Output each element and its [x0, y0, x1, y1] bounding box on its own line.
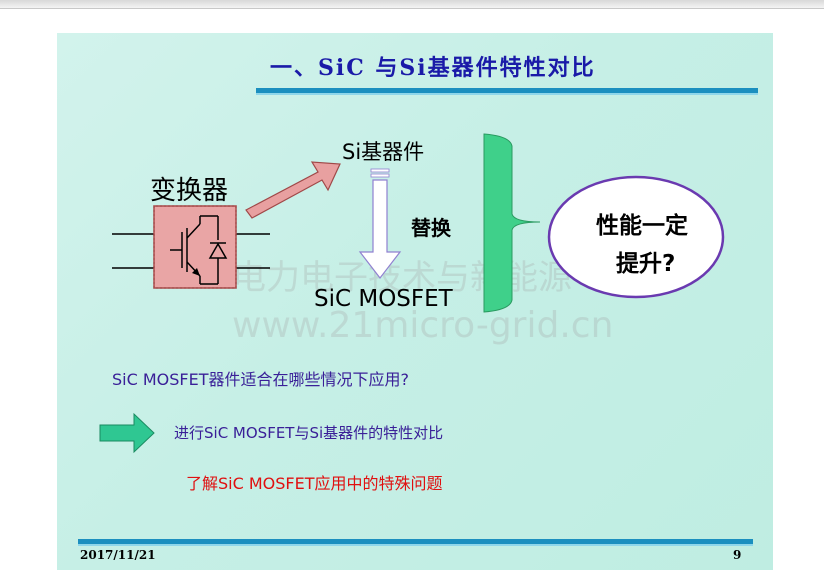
performance-bubble: [547, 175, 725, 299]
title-underline: [256, 88, 758, 93]
bubble-text-line1: 性能一定: [596, 213, 688, 239]
converter-igbt-icon: [112, 205, 270, 289]
slide-background: [57, 33, 773, 570]
si-device-label: Si基器件: [342, 140, 425, 164]
special-issues-text: 了解SiC MOSFET应用中的特殊问题: [186, 474, 443, 493]
slide-title: 一、SiC 与Si基器件特性对比: [270, 55, 596, 81]
question-text: SiC MOSFET器件适合在哪些情况下应用?: [112, 370, 409, 389]
sic-mosfet-label: SiC MOSFET: [314, 286, 453, 312]
bubble-text-line2: 提升?: [616, 251, 676, 277]
green-bracket-icon: [483, 133, 541, 313]
right-arrow-icon: [99, 412, 155, 454]
footer-rule: [78, 539, 753, 544]
watermark-chinese: 电力电子技术与新能源: [232, 258, 572, 298]
window-top-bar: [0, 0, 824, 9]
compare-text: 进行SiC MOSFET与Si基器件的特性对比: [174, 424, 444, 442]
replace-label: 替换: [411, 216, 451, 240]
footer-date: 2017/11/21: [80, 548, 156, 562]
page-number: 9: [733, 548, 742, 562]
down-arrow-icon: [358, 168, 402, 279]
converter-label: 变换器: [150, 176, 229, 206]
watermark-url: www.21micro-grid.cn: [232, 305, 614, 346]
diagonal-arrow-icon: [245, 161, 341, 219]
